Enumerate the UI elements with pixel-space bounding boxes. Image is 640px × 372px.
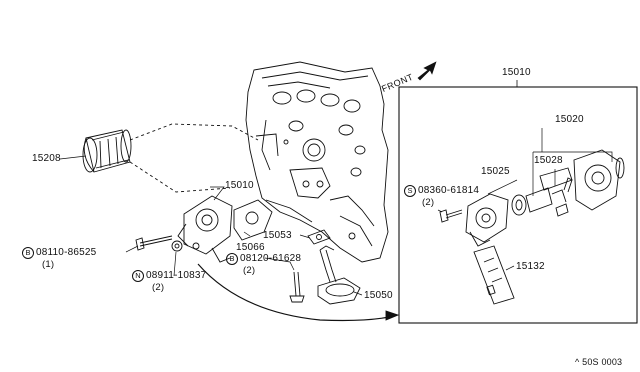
bolt-mark-b: B xyxy=(226,253,238,265)
part-label-oil-pump: 15010 xyxy=(225,180,254,191)
bolt-mark-a: B xyxy=(22,247,34,259)
nut-n-number: 08911-10837 xyxy=(146,270,207,281)
screw-s-qty: (2) xyxy=(422,197,435,208)
engine-block xyxy=(245,61,389,263)
part-label-strainer-gasket: 15053 xyxy=(263,230,292,241)
bolt-a-qty: (1) xyxy=(42,259,55,270)
leader-lines xyxy=(59,155,363,296)
detail-pump-assembly xyxy=(439,149,625,305)
screw-s-number: 08360-61814 xyxy=(418,185,480,196)
strainer-gasket xyxy=(307,229,331,245)
bolt-a xyxy=(135,235,173,251)
bolt-b-number: 08120-61628 xyxy=(240,253,302,264)
front-arrow-icon xyxy=(417,61,437,81)
nut-n xyxy=(171,240,183,252)
bolt-a-number: 08110-86525 xyxy=(36,247,97,258)
nut-n-qty: (2) xyxy=(152,282,165,293)
pump-gasket xyxy=(233,199,273,241)
part-label-gasket: 15066 xyxy=(236,242,265,253)
nut-mark-n: N xyxy=(132,270,144,282)
detail-box-part-label: 15010 xyxy=(502,67,531,78)
reference-arrow xyxy=(197,263,395,322)
oil-strainer xyxy=(317,245,361,305)
part-label-strainer: 15050 xyxy=(364,290,393,301)
part-label-kit: 15132 xyxy=(516,261,545,272)
oil-pump xyxy=(177,195,233,263)
detail-leader-lines xyxy=(437,128,613,271)
detail-box xyxy=(398,86,638,324)
oil-filter xyxy=(82,129,132,173)
part-label-regulator-group: 15020 xyxy=(555,114,584,125)
diagram-code: ^ 50S 0003 xyxy=(575,357,623,367)
bolt-b xyxy=(289,271,305,303)
screw-mark-s: S xyxy=(404,185,416,197)
reference-arrowhead xyxy=(385,310,400,321)
part-label-oil-filter: 15208 xyxy=(32,153,61,164)
part-label-pump-body: 15025 xyxy=(481,166,510,177)
part-label-valve: 15028 xyxy=(534,155,563,166)
bolt-b-qty: (2) xyxy=(243,265,256,276)
